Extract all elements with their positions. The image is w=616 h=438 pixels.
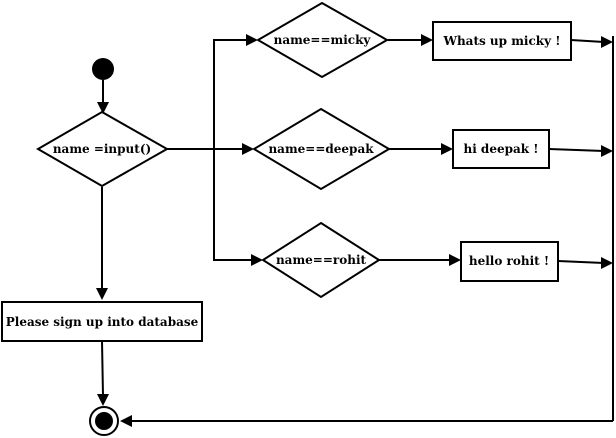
action-micky-label: Whats up micky !: [442, 34, 560, 48]
action-signup: Please sign up into database: [1, 301, 203, 342]
action-micky-box: [432, 21, 572, 61]
edge-deepak-msg-to-rail: [548, 148, 605, 152]
decision-micky-label: name==micky: [274, 33, 372, 47]
arrowhead-input-to-signup: [96, 288, 108, 300]
arrowhead-rail-to-end: [120, 415, 132, 427]
decision-deepak-diamond: [252, 107, 391, 191]
arrowhead-micky-msg-to-rail: [601, 36, 613, 48]
action-deepak: hi deepak !: [452, 129, 550, 169]
arrowhead-signup-to-end: [97, 394, 109, 406]
edge-signup-to-end: [101, 340, 104, 397]
initial-node: [92, 58, 114, 80]
decision-deepak-label: name==deepak: [268, 142, 374, 156]
arrowhead-branch-to-micky: [246, 34, 258, 46]
action-deepak-box: [452, 129, 550, 169]
edge-rohit-msg-to-rail: [557, 260, 605, 264]
arrowhead-rohit-check-to-msg: [449, 254, 461, 266]
decision-rohit: name==rohit: [261, 221, 381, 299]
decision-rohit-diamond: [261, 221, 381, 299]
decision-input-label: name =input(): [53, 142, 151, 156]
final-node: [89, 406, 119, 436]
decision-rohit-label: name==rohit: [276, 253, 367, 267]
action-signup-box: [1, 301, 203, 342]
nodes: name =input() name==micky name==deepak n…: [1, 1, 572, 436]
action-micky: Whats up micky !: [432, 21, 572, 61]
action-signup-label: Please sign up into database: [6, 315, 199, 329]
edges: [96, 34, 614, 427]
action-rohit-label: hello rohit !: [469, 254, 549, 268]
final-node-inner: [95, 412, 113, 430]
arrowhead-start-to-input: [97, 102, 109, 114]
arrowhead-rohit-msg-to-rail: [601, 257, 613, 269]
decision-input: name =input(): [36, 110, 170, 188]
action-rohit: hello rohit !: [460, 241, 559, 282]
arrowhead-branch-to-rohit: [251, 254, 263, 266]
decision-micky: name==micky: [256, 1, 390, 79]
arrowhead-micky-check-to-msg: [421, 34, 433, 46]
arrowhead-input-to-deepak: [242, 143, 254, 155]
edge-micky-msg-to-rail: [570, 39, 605, 43]
decision-micky-diamond: [256, 1, 390, 79]
action-rohit-box: [460, 241, 559, 282]
decision-input-diamond: [36, 110, 170, 188]
arrowhead-deepak-check-to-msg: [441, 143, 453, 155]
arrowhead-deepak-msg-to-rail: [601, 145, 613, 157]
decision-deepak: name==deepak: [252, 107, 391, 191]
action-deepak-label: hi deepak !: [463, 142, 538, 156]
